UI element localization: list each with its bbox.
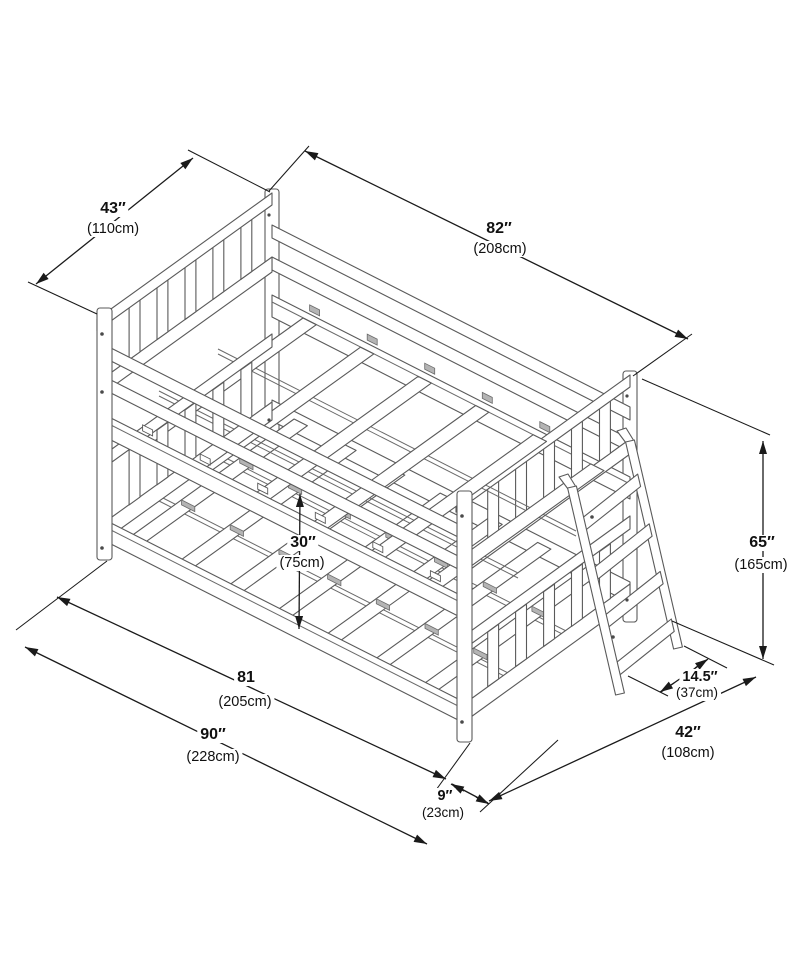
dim-label-ladder-width-in: 14.5″ [679, 669, 721, 685]
dim-label-frame-length-in: 81 [234, 670, 258, 686]
dim-line-90 [24, 646, 428, 845]
dim-line-81 [56, 596, 447, 780]
dim-label-total-length-in: 90″ [197, 727, 229, 743]
dim-label-clearance-in: 30″ [287, 535, 319, 551]
dim-label-length-top-cm: (208cm) [470, 241, 530, 257]
screw-dots [100, 213, 629, 724]
dim-label-ladder-width-cm: (37cm) [672, 685, 722, 701]
dim-label-length-top-in: 82″ [483, 221, 515, 237]
ladder [558, 427, 683, 696]
dim-label-width-in: 42″ [672, 725, 704, 741]
dim-label-clearance-cm: (75cm) [276, 555, 328, 571]
dim-label-depth-head-cm: (110cm) [83, 221, 143, 237]
dim-label-total-length-cm: (228cm) [183, 749, 243, 765]
dim-label-frame-length-cm: (205cm) [215, 694, 275, 710]
dim-label-height-cm: (165cm) [731, 557, 791, 573]
dim-label-width-cm: (108cm) [658, 745, 718, 761]
dim-label-depth-head-in: 43″ [97, 201, 129, 217]
near-side-rails [104, 344, 465, 724]
dim-label-overhang-in: 9″ [434, 788, 456, 804]
dim-label-overhang-cm: (23cm) [418, 805, 468, 821]
near-posts [96, 307, 473, 743]
dim-label-height-in: 65″ [746, 535, 778, 551]
